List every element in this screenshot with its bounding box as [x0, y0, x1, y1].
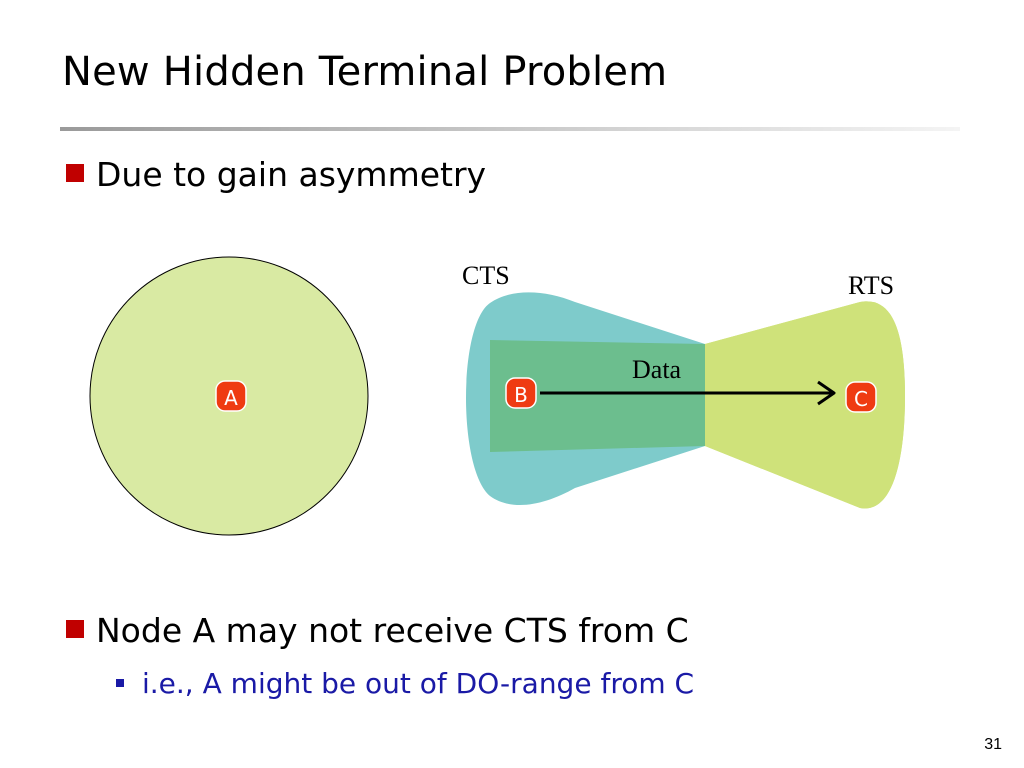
cts-rts-overlap-region [490, 301, 705, 505]
sub-bullet-do-range: i.e., A might be out of DO-range from C [116, 670, 694, 698]
square-bullet-icon [66, 164, 84, 182]
rts-label: RTS [848, 271, 894, 300]
node-c-label: C [854, 387, 868, 411]
slide-title: New Hidden Terminal Problem [62, 49, 668, 95]
node-b-label: B [514, 383, 528, 407]
node-b: B [505, 377, 537, 409]
data-label: Data [632, 355, 682, 384]
page-number: 31 [984, 736, 1002, 753]
node-a: A [215, 380, 247, 412]
node-a-box [215, 380, 247, 412]
square-bullet-icon [66, 620, 84, 638]
node-c: C [845, 381, 877, 413]
bullet-text: Due to gain asymmetry [96, 155, 487, 194]
node-a-label: A [224, 386, 238, 410]
title-divider [60, 127, 960, 131]
sub-bullet-text: i.e., A might be out of DO-range from C [142, 667, 695, 700]
bullet-text: Node A may not receive CTS from C [96, 611, 689, 650]
node-c-box [845, 381, 877, 413]
data-arrow-head [817, 380, 836, 406]
small-square-bullet-icon [116, 679, 124, 687]
node-b-box [505, 377, 537, 409]
rts-lobe-tip [705, 301, 905, 509]
cts-label: CTS [462, 261, 510, 290]
bullet-gain-asymmetry: Due to gain asymmetry [66, 158, 486, 191]
bullet-node-a-cts: Node A may not receive CTS from C [66, 614, 689, 647]
